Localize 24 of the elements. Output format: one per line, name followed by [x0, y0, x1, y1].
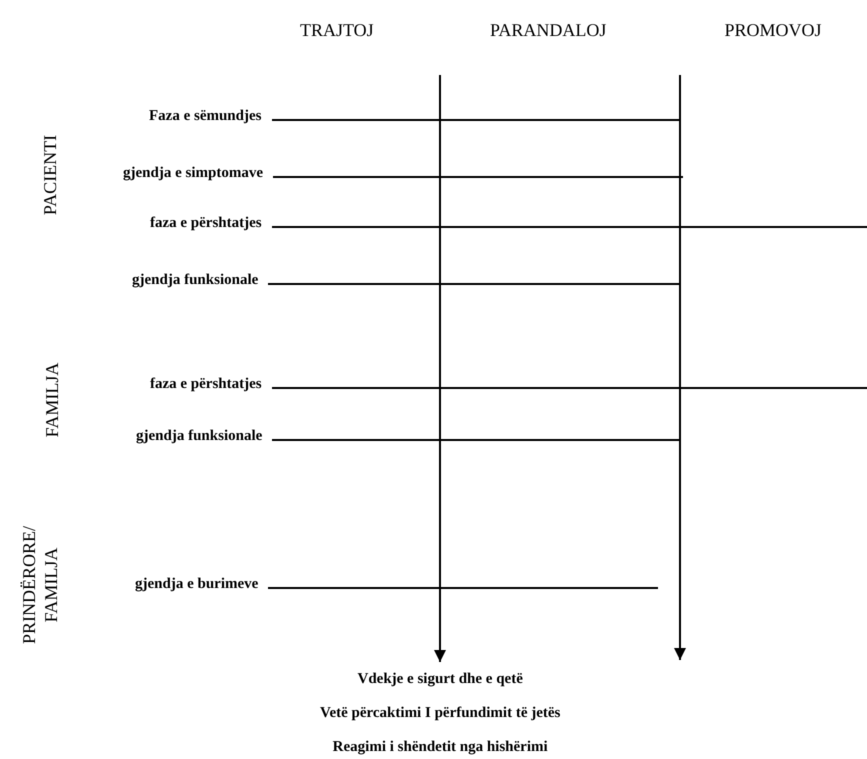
row-label: faza e përshtatjes	[150, 214, 262, 232]
group-label: PRINDËRORE/ FAMILJA	[18, 525, 62, 645]
row-label: gjendja funksionale	[136, 428, 262, 444]
line	[272, 226, 867, 228]
outcome-text: Reagimi i shëndetit nga hishërimi	[332, 738, 549, 757]
outcome-text: Vdekje e sigurt dhe e qetë	[356, 670, 524, 689]
outcome-text: Vetë përcaktimi I përfundimit të jetës	[320, 704, 560, 723]
arrow	[434, 75, 446, 662]
row-label: gjendja e simptomave	[123, 164, 263, 182]
line	[272, 439, 680, 441]
line	[273, 176, 683, 178]
row-label: Faza e sëmundjes	[149, 108, 262, 124]
line	[268, 587, 658, 589]
column-header: TRAJTOJ	[300, 20, 374, 40]
row-label: gjendja funksionale	[132, 272, 258, 288]
column-header: PARANDALOJ	[490, 20, 606, 40]
line	[272, 119, 680, 121]
column-header: PROMOVOJ	[724, 20, 822, 40]
line	[268, 283, 680, 285]
group-label: FAMILJA	[41, 362, 63, 440]
row-label: faza e përshtatjes	[150, 376, 262, 392]
line	[272, 387, 867, 389]
row-label: gjendja e burimeve	[135, 576, 258, 592]
group-label: PACIENTI	[39, 134, 61, 218]
